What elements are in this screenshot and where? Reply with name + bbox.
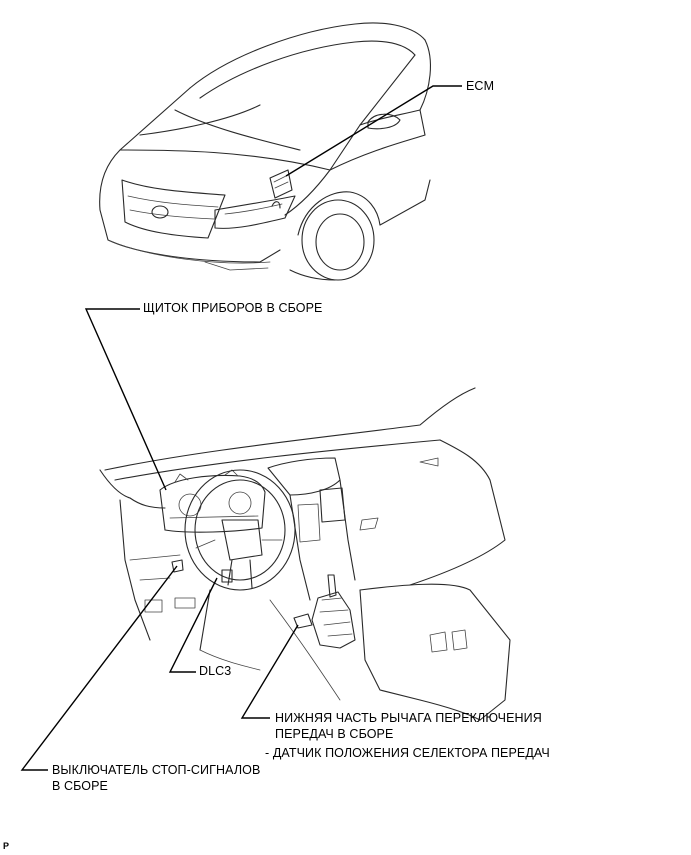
shift-lever-leader-line [240,624,299,719]
stop-switch-leader-line [20,565,178,771]
dlc3-label: DLC3 [199,664,232,678]
stop-switch-label-line1: ВЫКЛЮЧАТЕЛЬ СТОП-СИГНАЛОВ [52,763,261,777]
interior-illustration [99,387,511,721]
dlc3-leader-line [168,577,218,673]
ecm-leader-line [285,85,462,177]
shift-lever-sub-label: - ДАТЧИК ПОЛОЖЕНИЯ СЕЛЕКТОРА ПЕРЕДАЧ [265,746,550,760]
instrument-cluster-leader-line [84,308,167,491]
stop-switch-label-line2: В СБОРЕ [52,779,108,793]
shift-lever-label-line1: НИЖНЯЯ ЧАСТЬ РЫЧАГА ПЕРЕКЛЮЧЕНИЯ [275,711,542,725]
shift-lever-label-line2: ПЕРЕДАЧ В СБОРЕ [275,727,394,741]
ecm-label: ECM [466,79,495,93]
car-illustration [99,22,431,281]
page-mark: P [3,841,10,851]
instrument-cluster-label: ЩИТОК ПРИБОРОВ В СБОРЕ [143,301,323,315]
